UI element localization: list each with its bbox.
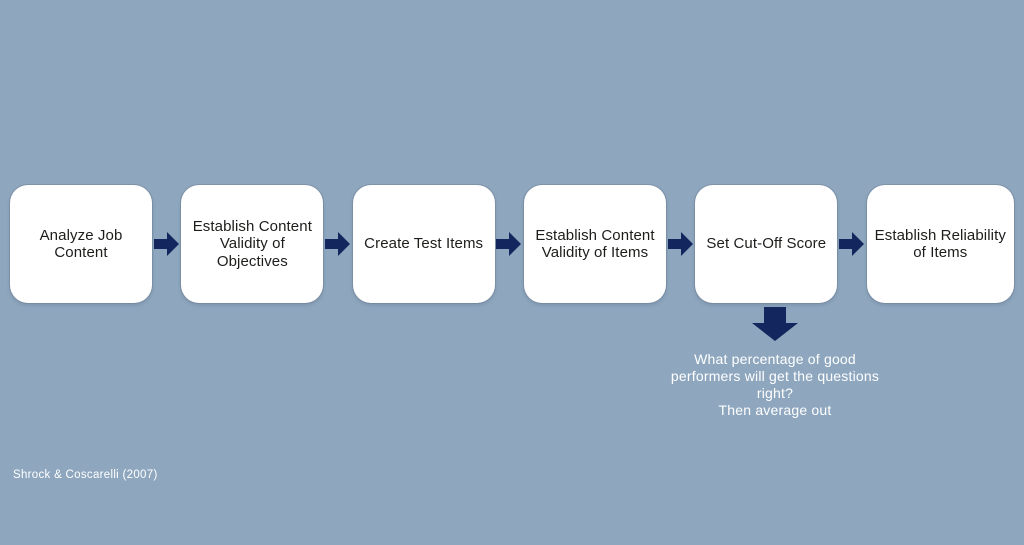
annotation-line: Then average out: [718, 402, 832, 418]
flow-step-label: Analyze Job Content: [40, 227, 123, 262]
label-line: Set Cut-Off Score: [706, 235, 827, 253]
flow-step-label: Establish Content Validity of Objectives: [193, 218, 312, 271]
flow-step-set-cut-off-score: Set Cut-Off Score: [695, 185, 838, 303]
label-line: Validity of: [219, 235, 285, 253]
label-line: Establish Content: [535, 226, 655, 244]
flow-step-label: Set Cut-Off Score: [706, 235, 826, 253]
label-line: Establish Reliability: [874, 226, 1006, 244]
flow-row: Analyze Job Content Establish Content Va…: [10, 185, 1014, 303]
flow-step-label: Create Test Items: [364, 235, 483, 253]
arrow-right-icon: [152, 185, 181, 303]
arrow-right-icon: [323, 185, 352, 303]
label-line: Establish Content: [192, 217, 312, 235]
label-line: Objectives: [216, 252, 288, 270]
label-line: of Items: [913, 244, 968, 261]
annotation-line: What percentage of good: [694, 351, 856, 367]
annotation-text: What percentage of good performers will …: [625, 351, 925, 419]
flow-step-label: Establish Content Validity of Items: [535, 227, 654, 262]
arrow-right-icon: [666, 185, 695, 303]
arrow-right-icon: [495, 185, 524, 303]
flow-step-establish-content-validity-of-items: Establish Content Validity of Items: [523, 185, 666, 303]
arrow-right-icon: [837, 185, 866, 303]
flow-step-establish-reliability-of-items: Establish Reliability of Items: [866, 185, 1014, 303]
flow-step-establish-content-validity-of-objectives: Establish Content Validity of Objectives: [181, 185, 324, 303]
label-line: Content: [54, 244, 108, 261]
flow-step-create-test-items: Create Test Items: [352, 185, 495, 303]
label-line: Analyze Job: [39, 226, 123, 244]
label-line: Create Test Items: [364, 235, 484, 253]
annotation-line: performers will get the questions: [670, 368, 880, 384]
arrow-down-icon: [752, 307, 798, 341]
label-line: Validity of Items: [541, 244, 649, 261]
flow-step-label: Establish Reliability of Items: [875, 227, 1006, 262]
citation: Shrock & Coscarelli (2007): [13, 469, 158, 481]
flow-step-analyze-job-content: Analyze Job Content: [10, 185, 152, 303]
annotation-line: right?: [756, 385, 794, 401]
